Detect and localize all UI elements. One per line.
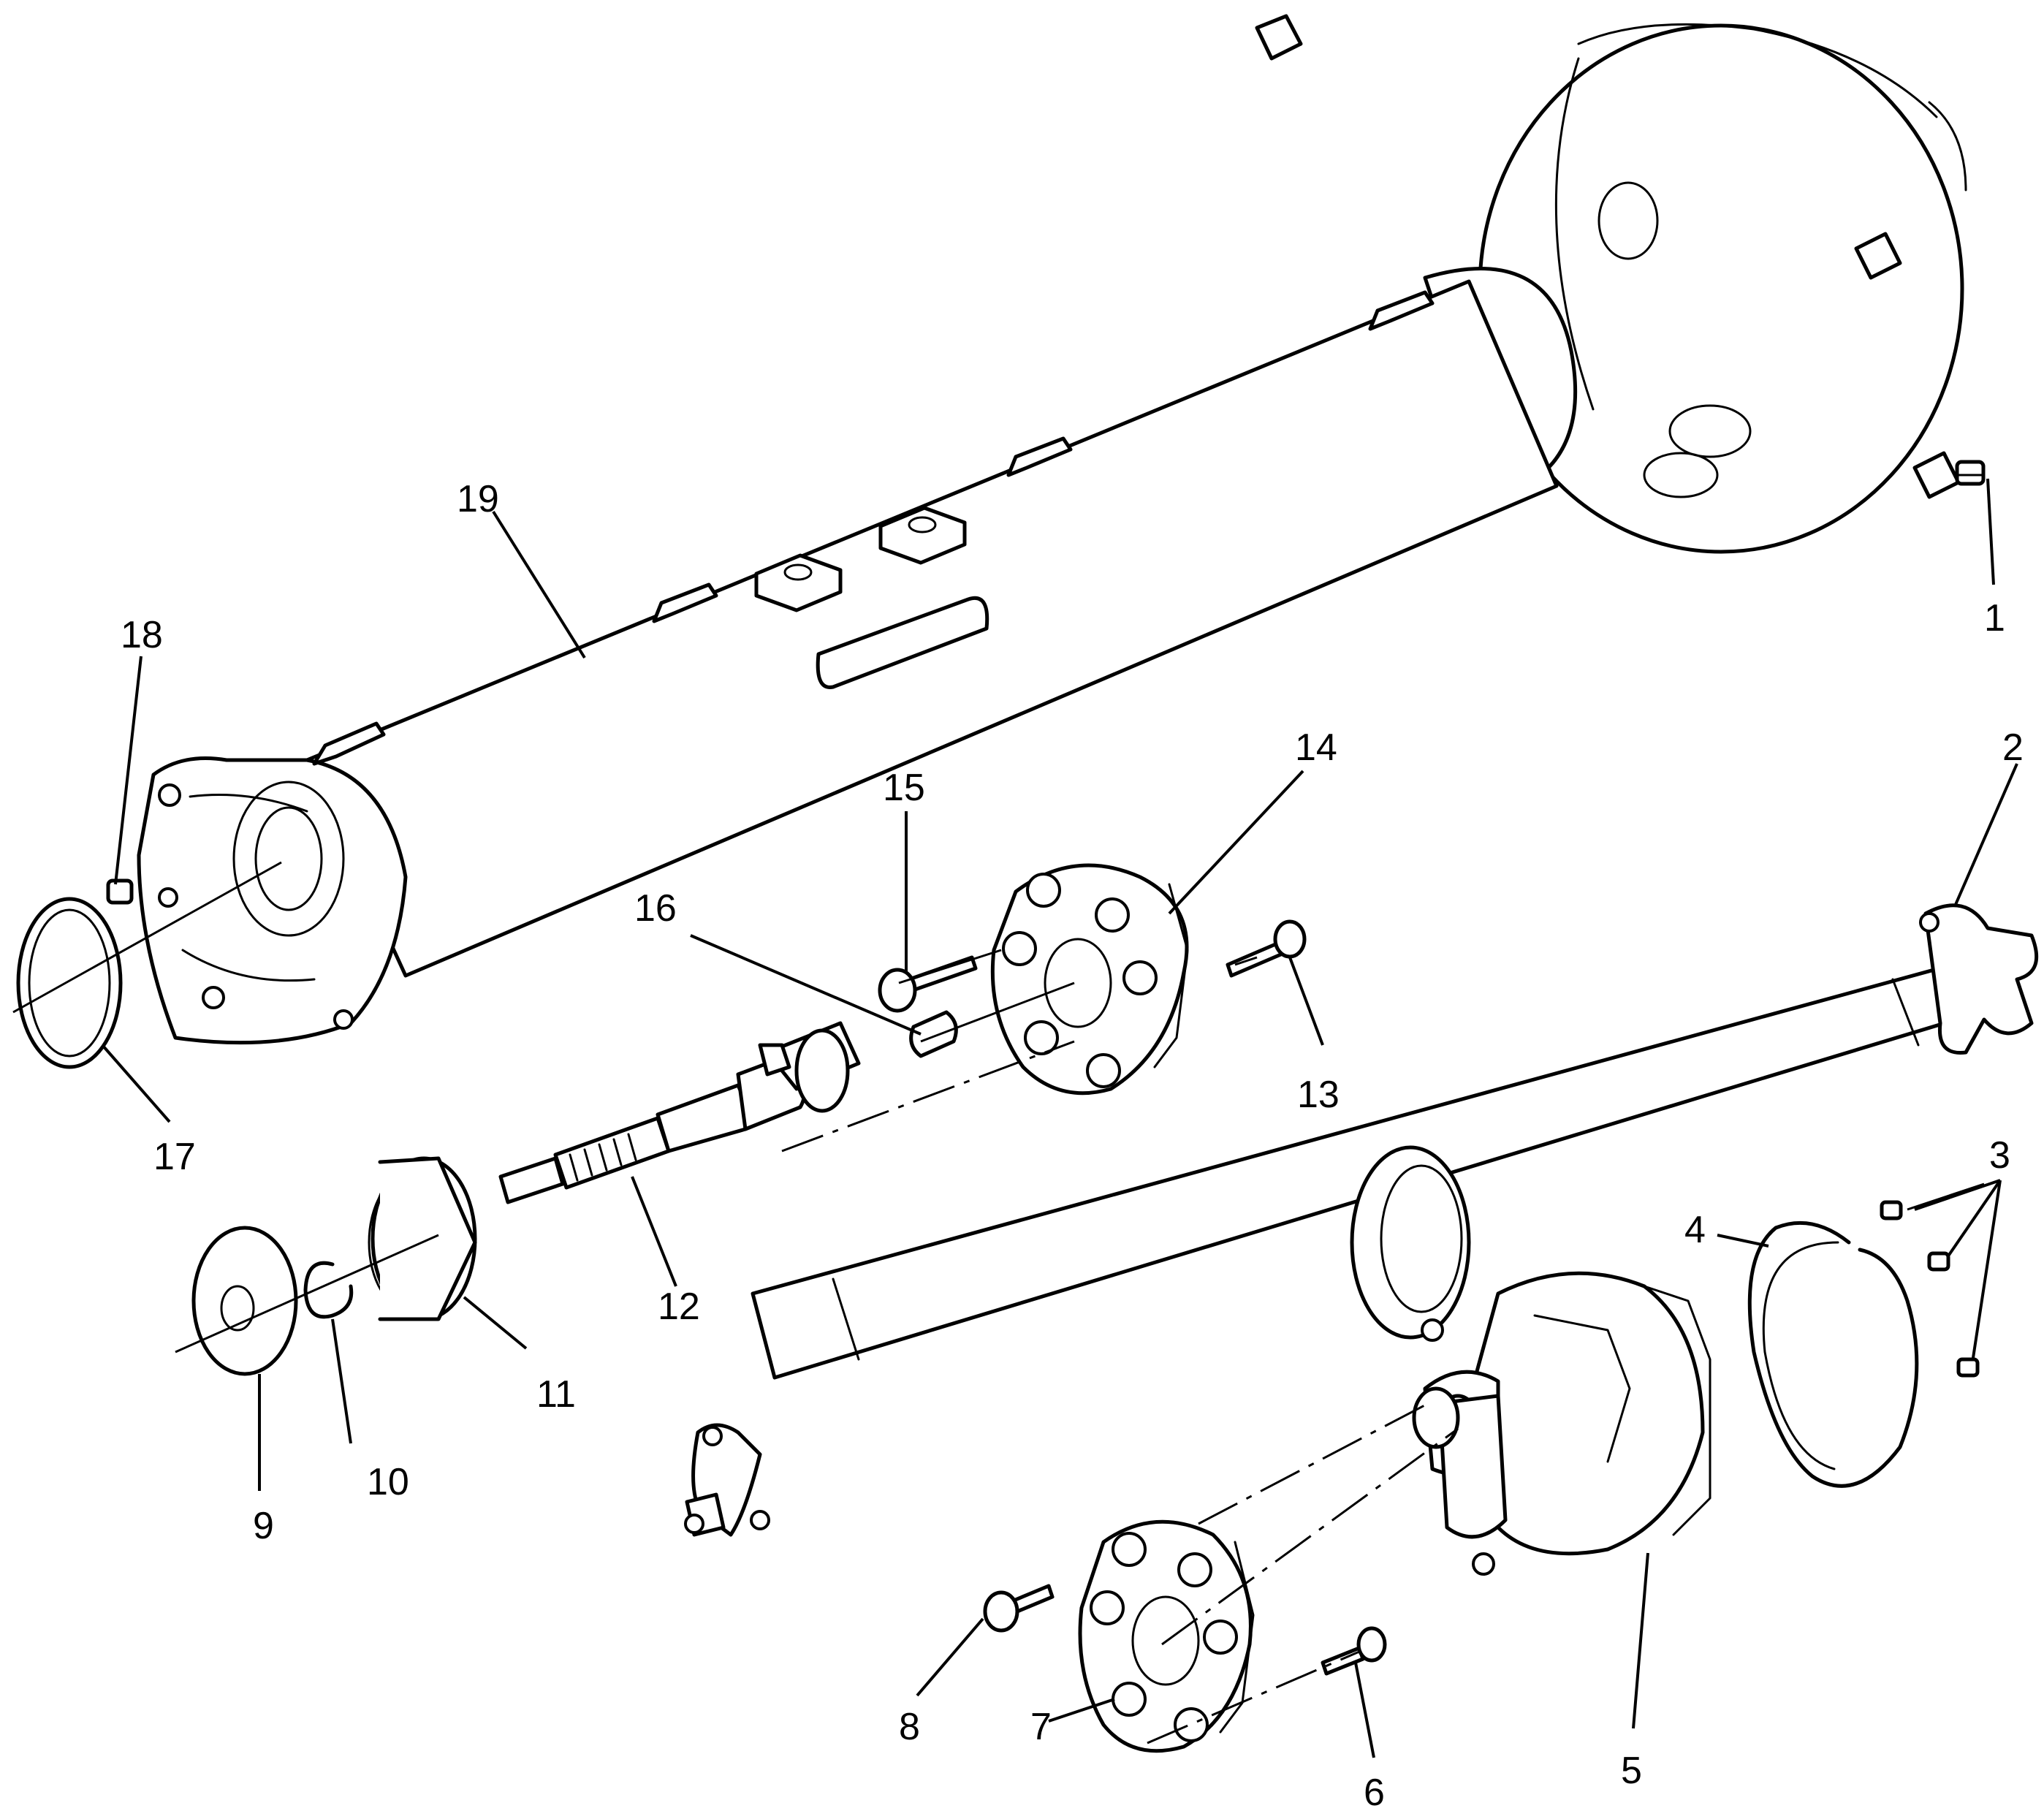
input-shaft — [498, 1021, 861, 1204]
tube-bracket — [1368, 290, 1435, 331]
clamp-block — [754, 553, 843, 612]
callout-4: 4 — [1684, 1209, 1706, 1251]
callout-13: 13 — [1297, 1074, 1340, 1116]
dowel-pin-18 — [106, 878, 134, 905]
callout-6: 6 — [1364, 1772, 1385, 1811]
callout-9: 9 — [253, 1505, 274, 1547]
tube-bracket — [652, 582, 718, 623]
clamp-block — [878, 506, 967, 565]
callout-12: 12 — [658, 1286, 700, 1328]
callout-16: 16 — [634, 887, 677, 930]
callout-18: 18 — [121, 614, 163, 656]
callout-14: 14 — [1295, 726, 1337, 769]
screws-3 — [1880, 1200, 1980, 1378]
wire-strap — [816, 596, 989, 689]
spacer-16 — [909, 1010, 958, 1058]
bell-housing — [1255, 14, 1967, 554]
callout-17: 17 — [153, 1136, 196, 1178]
retaining-ring-4 — [1747, 1220, 1919, 1488]
callout-5: 5 — [1621, 1750, 1642, 1792]
dowel-pin-1 — [1955, 460, 1986, 486]
propeller-shaft-2 — [684, 903, 2039, 1537]
front-flange — [137, 756, 408, 1045]
torque-tube-assembly — [106, 14, 1986, 1045]
callout-11: 11 — [536, 1373, 576, 1416]
callout-7: 7 — [1030, 1706, 1052, 1748]
bolt-8 — [983, 1584, 1055, 1633]
bolt-13 — [1226, 919, 1307, 978]
bolt-15 — [878, 955, 978, 1013]
washer-9 — [191, 1226, 298, 1376]
coupling-flange-5 — [1412, 1271, 1711, 1576]
tube-bracket — [312, 721, 386, 766]
callout-19: 19 — [457, 478, 499, 520]
callout-3: 3 — [1989, 1134, 2010, 1177]
flex-coupling-7 — [1078, 1519, 1255, 1753]
callout-numbers: 1 2 3 4 5 6 7 8 9 10 11 12 13 14 15 16 1… — [121, 478, 2024, 1811]
bearing-11 — [368, 1156, 477, 1321]
leader-lines — [101, 478, 2018, 1758]
callout-1: 1 — [1984, 597, 2005, 639]
seal-ring-17 — [16, 897, 123, 1069]
callout-10: 10 — [367, 1461, 409, 1503]
callout-2: 2 — [2002, 726, 2024, 769]
callout-8: 8 — [899, 1706, 920, 1748]
callout-15: 15 — [883, 767, 925, 809]
snap-ring-10 — [303, 1261, 354, 1319]
axis-lines — [12, 474, 1985, 1744]
tube-bracket — [1006, 436, 1073, 477]
bolt-6 — [1321, 1626, 1387, 1676]
flex-coupling-14 — [990, 863, 1189, 1096]
